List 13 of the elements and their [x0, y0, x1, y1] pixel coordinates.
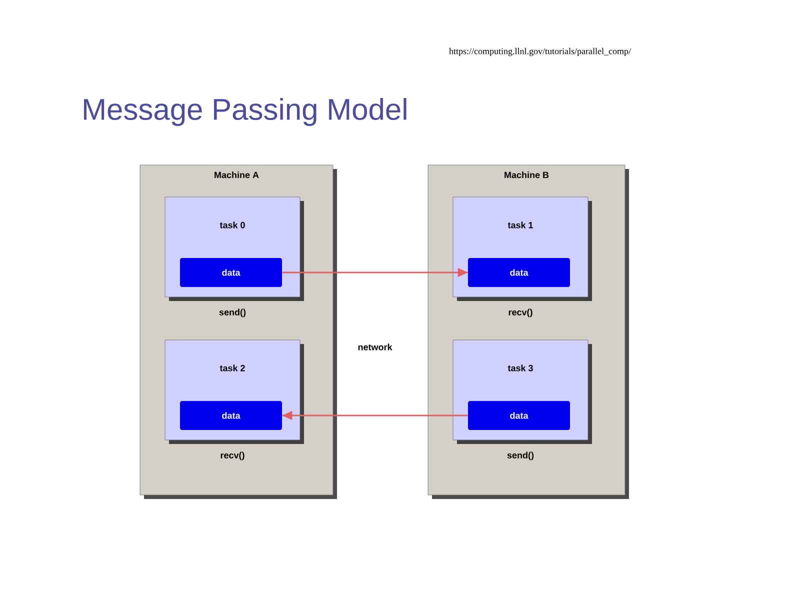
function-label: send() [507, 452, 534, 460]
data-box: data [180, 258, 282, 287]
arrow [282, 268, 468, 278]
data-box: data [468, 401, 570, 430]
source-url: https://computing.llnl.gov/tutorials/parallel_comp/ [449, 48, 632, 56]
slide-title: Message Passing Model [84, 98, 406, 126]
arrow [282, 410, 468, 420]
data-box: data [468, 258, 570, 287]
function-label: recv() [220, 452, 244, 460]
function-label: recv() [508, 308, 532, 318]
function-label: send() [219, 308, 246, 318]
data-box: data [180, 401, 282, 430]
network-label: network [358, 344, 392, 350]
